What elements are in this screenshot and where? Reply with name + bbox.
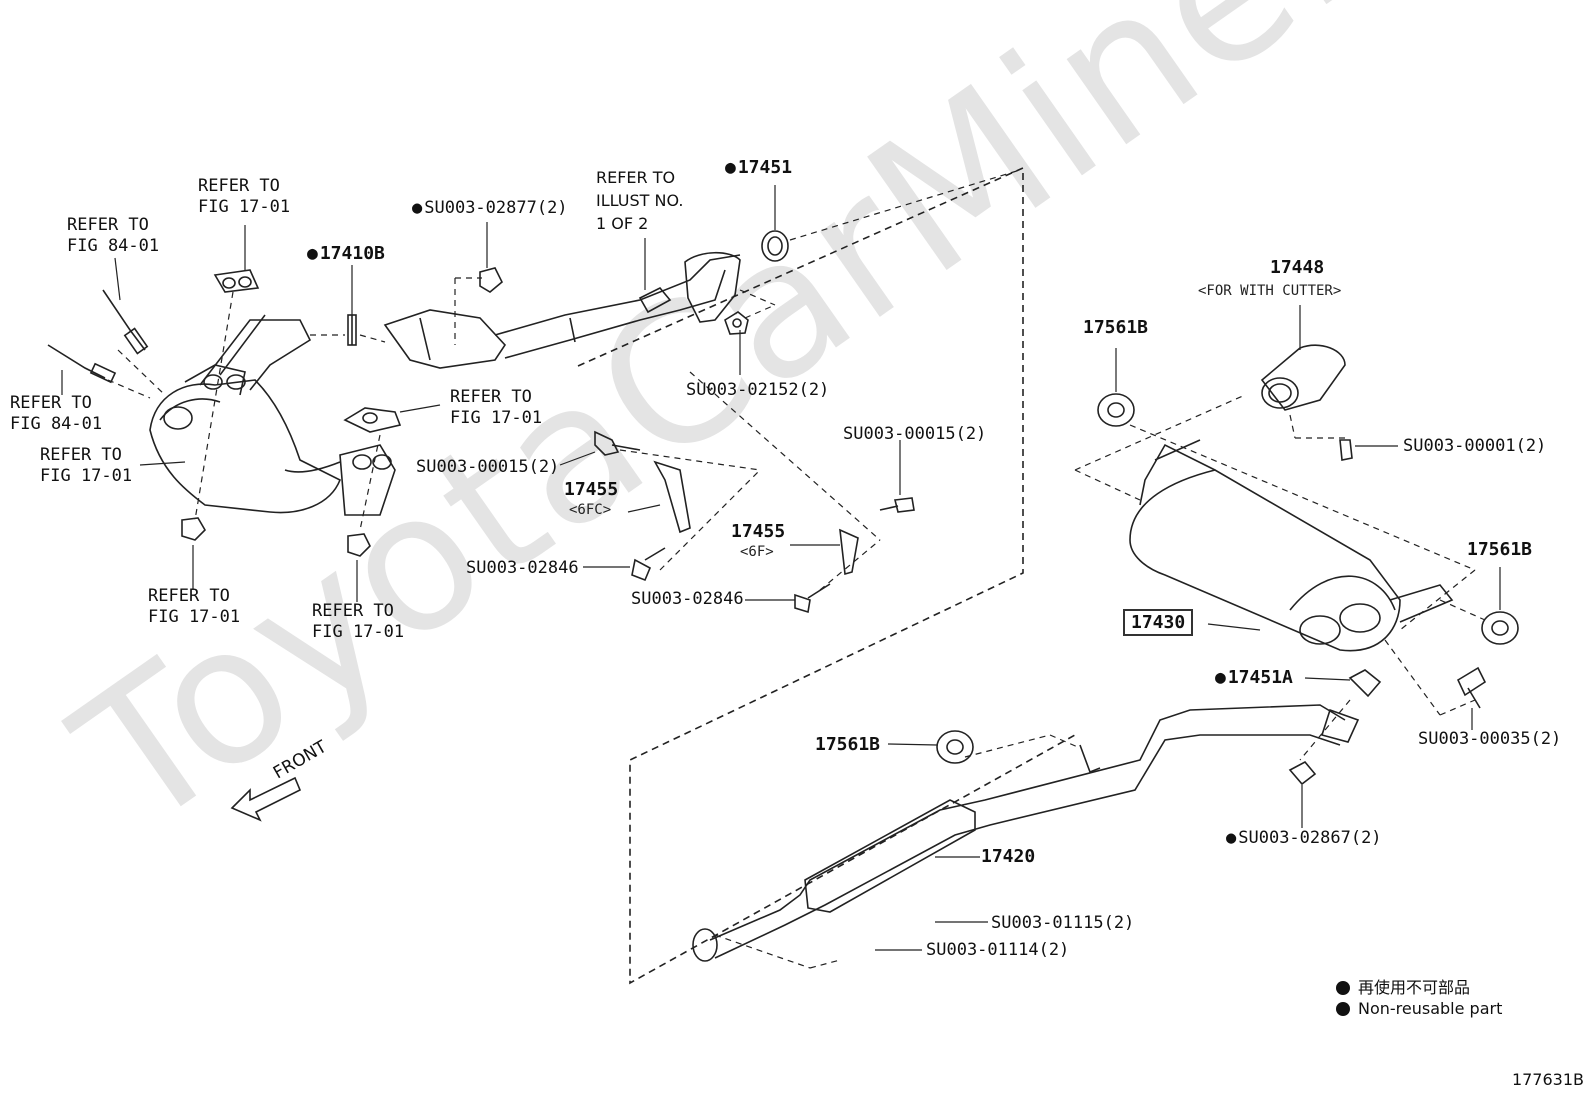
part-su003-02846-a[interactable]: SU003-02846	[466, 558, 579, 578]
part-17455-6f[interactable]: 17455	[731, 521, 786, 542]
refer-fig-17-01-mid[interactable]: REFER TO FIG 17-01	[450, 387, 543, 428]
part-su003-00015-right[interactable]: SU003-00015(2)	[843, 424, 987, 444]
dot-icon	[1336, 981, 1350, 995]
legend-en: Non-reusable part	[1336, 999, 1502, 1018]
part-su003-01114[interactable]: SU003-01114(2)	[926, 940, 1070, 960]
part-su003-01115[interactable]: SU003-01115(2)	[991, 913, 1135, 933]
part-17448[interactable]: 17448	[1270, 257, 1325, 278]
part-su003-00001[interactable]: SU003-00001(2)	[1403, 436, 1547, 456]
bolts-center	[594, 430, 915, 614]
bolt-00035	[1456, 666, 1487, 697]
part-17561B-right[interactable]: 17561B	[1467, 539, 1533, 560]
part-17420[interactable]: 17420	[981, 846, 1036, 867]
bracket-17455-a	[653, 460, 691, 534]
gasket-17451A	[1348, 669, 1382, 698]
front-pipe-catalyst	[383, 251, 741, 369]
part-su003-02846-b[interactable]: SU003-02846	[631, 589, 744, 609]
center-pipe-17420	[692, 704, 1360, 962]
part-17451A[interactable]: 17451A	[1215, 667, 1293, 688]
refer-fig-17-01-left[interactable]: REFER TO FIG 17-01	[40, 445, 133, 486]
exhaust-manifold	[149, 269, 402, 516]
refer-fig-17-01-top[interactable]: REFER TO FIG 17-01	[198, 176, 291, 217]
refer-fig-17-01-bottom-mid[interactable]: REFER TO FIG 17-01	[312, 601, 405, 642]
nut-02877	[479, 267, 503, 293]
figure-code: 177631B	[1511, 1070, 1584, 1089]
section-boundary	[577, 166, 1076, 985]
bracket-17455-b	[839, 528, 859, 576]
part-17410B[interactable]: 17410B	[307, 243, 385, 264]
nut-02867	[1288, 760, 1317, 786]
dot-icon	[1336, 1002, 1350, 1016]
nut-02152	[724, 311, 749, 335]
legend-jp: 再使用不可部品	[1336, 974, 1470, 998]
refer-fig-84-01-left[interactable]: REFER TO FIG 84-01	[10, 393, 103, 434]
part-su003-02152[interactable]: SU003-02152(2)	[686, 380, 830, 400]
refer-fig-17-01-bottom-left[interactable]: REFER TO FIG 17-01	[148, 586, 241, 627]
hanger-17561B-b	[1481, 611, 1519, 645]
part-17448-variant: <FOR WITH CUTTER>	[1198, 283, 1342, 299]
hanger-17561B-a	[1097, 393, 1135, 427]
front-arrow	[230, 776, 302, 822]
refer-illust-no[interactable]: REFER TO ILLUST NO. 1 OF 2	[596, 168, 684, 233]
nut-bottom-left	[181, 517, 207, 541]
part-17561B-bottom[interactable]: 17561B	[815, 734, 881, 755]
part-17430[interactable]: 17430	[1123, 609, 1194, 636]
tail-cutter-17448	[1260, 344, 1346, 411]
part-17455-6f-variant: <6F>	[740, 544, 774, 560]
bolt-00001	[1339, 439, 1353, 461]
part-17451[interactable]: 17451	[725, 157, 792, 178]
part-17455-6fc[interactable]: 17455	[564, 479, 619, 500]
o2-sensors	[47, 289, 149, 384]
nut-bottom-right	[347, 533, 371, 557]
part-17561B-top[interactable]: 17561B	[1083, 317, 1149, 338]
part-17455-6fc-variant: <6FC>	[569, 502, 612, 518]
gasket-17451	[761, 230, 789, 262]
assembly-lines	[107, 169, 1486, 969]
part-su003-02877[interactable]: SU003-02877(2)	[412, 198, 567, 219]
part-su003-02867[interactable]: SU003-02867(2)	[1226, 828, 1381, 849]
hanger-17561B-c	[936, 730, 974, 764]
refer-fig-84-01-top[interactable]: REFER TO FIG 84-01	[67, 215, 160, 256]
muffler-17430	[1129, 439, 1454, 652]
part-su003-00015-left[interactable]: SU003-00015(2)	[416, 457, 560, 477]
leader-lines	[61, 185, 1501, 951]
part-su003-00035[interactable]: SU003-00035(2)	[1418, 729, 1562, 749]
